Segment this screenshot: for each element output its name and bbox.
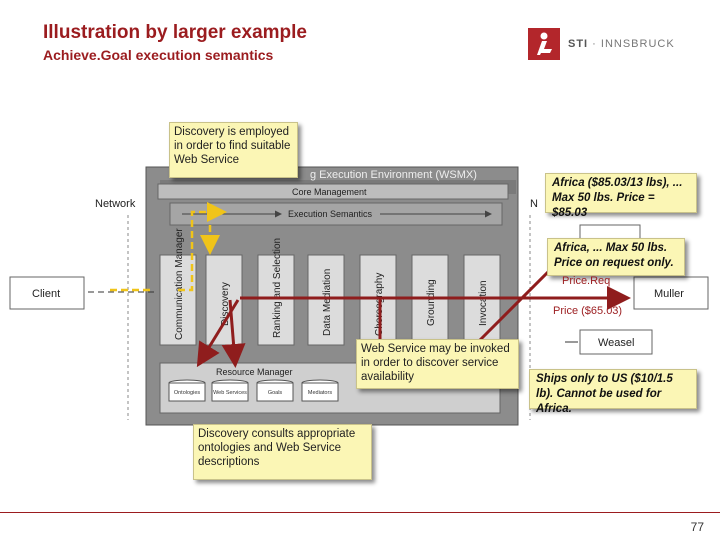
- price-value-label: Price ($65.03): [553, 305, 623, 317]
- component-data-mediation: [307, 254, 345, 346]
- weasel-box: [579, 329, 653, 355]
- component-grounding: [411, 254, 449, 346]
- network-label-right: N: [530, 198, 538, 210]
- execution-semantics-box: [169, 202, 503, 226]
- client-label: Client: [32, 288, 60, 300]
- component-choreography: [359, 254, 397, 346]
- component-ranking: [257, 254, 295, 346]
- note-web-service-invoked: Web Service may be invoked in order to d…: [356, 339, 519, 389]
- core-management-box: [157, 183, 509, 200]
- repo-web-services: Web Services: [213, 390, 247, 396]
- repository-cylinders: [168, 379, 339, 402]
- page-number: 77: [690, 520, 704, 534]
- muller-label: Muller: [654, 288, 684, 300]
- component-label-ranking: Ranking and Selection: [272, 238, 283, 338]
- repo-goals: Goals: [268, 390, 283, 396]
- repo-ontologies: Ontologies: [174, 390, 201, 396]
- component-discovery: [205, 254, 243, 346]
- component-label-data-mediation: Data Mediation: [322, 269, 333, 336]
- component-label-discovery: Discovery: [220, 282, 231, 326]
- wsmx-label: g Execution Environment (WSMX): [310, 169, 477, 181]
- sti-logo-text: STI · INNSBRUCK: [568, 38, 675, 50]
- note-ships-only: Ships only to US ($10/1.5 lb). Cannot be…: [529, 369, 697, 415]
- resource-manager-label: Resource Manager: [216, 367, 293, 377]
- component-communication: [159, 254, 197, 346]
- core-management-label: Core Management: [292, 187, 367, 197]
- price-req-label: Price.Req: [562, 275, 611, 287]
- repo-mediators: Mediators: [308, 390, 332, 396]
- network-label: Network: [95, 198, 136, 210]
- sti-logo-icon: [528, 28, 560, 60]
- yellow-flow: [110, 202, 227, 292]
- client-box: [9, 276, 85, 310]
- component-label-communication: Communication Manager: [174, 228, 185, 340]
- note-africa-request: Africa, ... Max 50 lbs. Price on request…: [547, 238, 685, 276]
- slide-subtitle: Achieve.Goal execution semantics: [43, 47, 274, 63]
- note-africa-max: Africa ($85.03/13 lbs), ... Max 50 lbs. …: [545, 173, 697, 219]
- slide-title: Illustration by larger example: [43, 22, 307, 43]
- component-label-grounding: Grounding: [426, 279, 437, 326]
- footer-line: [0, 512, 720, 513]
- muller-box: [633, 276, 709, 310]
- weasel-label: Weasel: [598, 337, 634, 349]
- note-discovery-consults: Discovery consults appropriate ontologie…: [193, 424, 372, 480]
- execution-semantics-label: Execution Semantics: [288, 209, 373, 219]
- component-label-invocation: Invocation: [478, 280, 489, 326]
- note-discovery-employed: Discovery is employed in order to find s…: [169, 122, 298, 178]
